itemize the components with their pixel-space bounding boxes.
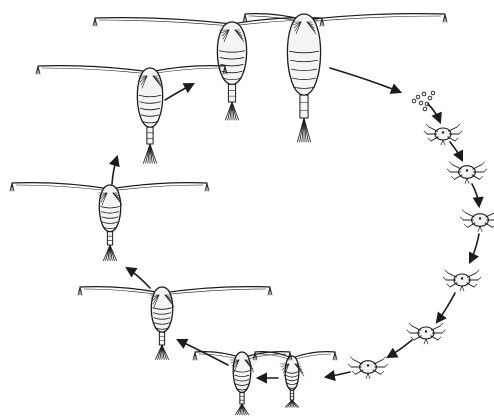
copepodite-2 <box>193 352 292 415</box>
lifecycle-arrow-1 <box>330 68 400 92</box>
lifecycle-arrow-3 <box>450 142 462 160</box>
lifecycle-arrow-7 <box>388 340 412 357</box>
nauplius-5 <box>407 323 445 344</box>
copepodite-3 <box>78 287 272 360</box>
lifecycle-arrow-12 <box>112 157 117 184</box>
copepodite-1 <box>253 352 337 408</box>
lifecycle-arrow-6 <box>437 293 455 322</box>
nauplius-2 <box>447 162 487 184</box>
copepodite-5 <box>36 66 227 164</box>
lifecycle-arrow-2 <box>428 104 440 122</box>
nauplius-4 <box>443 270 481 291</box>
nauplius-6 <box>348 357 388 379</box>
adult-male <box>243 14 447 142</box>
lifecycle-arrow-4 <box>472 184 479 206</box>
nauplius-1 <box>424 124 462 145</box>
lifecycle-arrow-5 <box>470 234 479 262</box>
nauplius-3 <box>460 210 494 232</box>
lifecycle-arrow-13 <box>165 84 193 100</box>
copepodite-4 <box>10 183 209 261</box>
lifecycle-arrow-8 <box>326 372 350 377</box>
lifecycle-arrow-11 <box>127 268 150 288</box>
